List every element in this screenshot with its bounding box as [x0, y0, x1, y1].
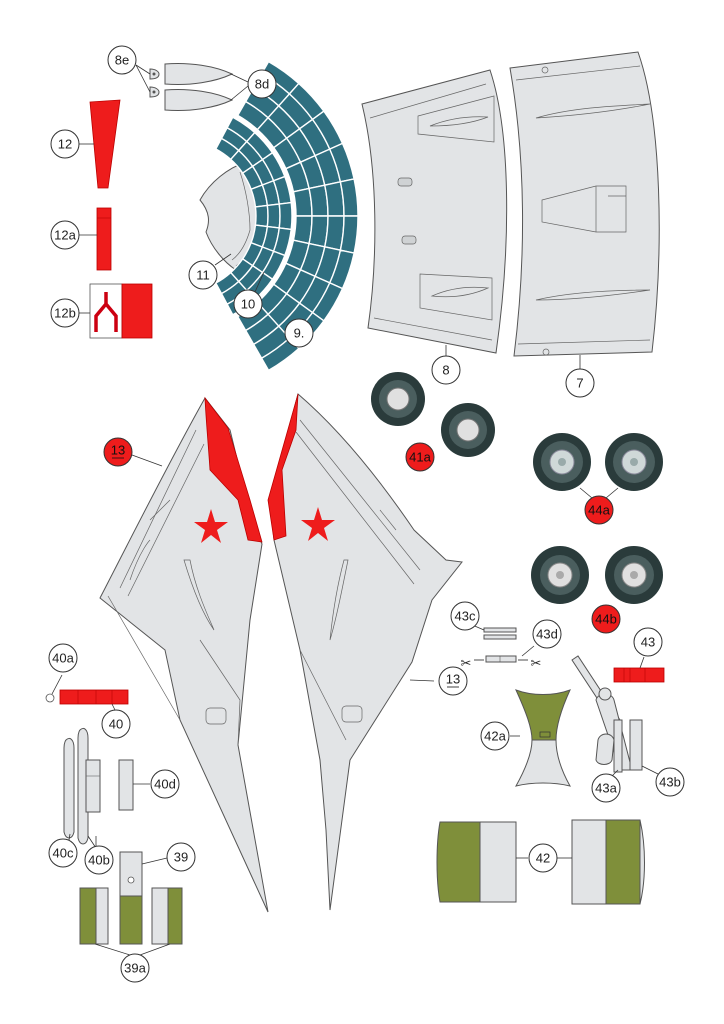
label-40b: 40b	[84, 845, 114, 875]
label-44b: 44b	[591, 604, 621, 634]
svg-text:43b: 43b	[659, 775, 681, 790]
svg-text:10: 10	[241, 297, 255, 312]
label-12a: 12a	[50, 220, 80, 250]
part-42-wrap-left	[436, 821, 517, 903]
svg-text:44a: 44a	[588, 503, 610, 518]
label-13-right: 13	[438, 666, 468, 696]
label-9: 9.	[284, 318, 314, 348]
part-43b-strut	[629, 719, 643, 771]
svg-text:43d: 43d	[536, 627, 558, 642]
label-8d: 8d	[247, 69, 277, 99]
svg-text:41a: 41a	[409, 450, 431, 465]
label-44a: 44a	[584, 495, 614, 525]
part-10-canopy-glazing	[214, 116, 293, 316]
part-43a-gear-leg	[571, 655, 633, 773]
part-39-strut-panel	[119, 851, 143, 945]
label-42: 42	[528, 843, 558, 873]
red-star-insignia	[301, 507, 335, 541]
canopy-pane	[278, 201, 293, 231]
part-43-red-strip	[613, 667, 665, 683]
label-43c: 43c	[450, 601, 480, 631]
label-43b: 43b	[655, 767, 685, 797]
scissors-icon: ✂	[461, 657, 484, 672]
canopy-pane	[266, 203, 281, 229]
part-41a-nose-wheels	[371, 372, 495, 457]
label-10: 10	[233, 289, 263, 319]
label-43d: 43d	[532, 619, 562, 649]
part-43c-strips	[483, 627, 517, 640]
svg-text:40b: 40b	[88, 853, 110, 868]
svg-text:43a: 43a	[595, 781, 617, 796]
part-12-red-fin	[89, 99, 121, 189]
svg-text:8e: 8e	[115, 53, 129, 68]
label-8: 8	[431, 355, 461, 385]
svg-text:13: 13	[111, 443, 125, 458]
part-39a-panel-left	[79, 887, 109, 945]
part-7-fuselage-panel	[509, 51, 660, 357]
part-40d-panel	[118, 759, 134, 811]
label-41a: 41a	[405, 442, 435, 472]
svg-text:7: 7	[576, 376, 583, 391]
scissors-icon: ✂	[518, 657, 542, 672]
part-12a-red-strip	[96, 207, 112, 271]
part-44b-main-wheels	[531, 546, 663, 604]
label-39a: 39a	[120, 953, 150, 983]
svg-text:✂: ✂	[531, 657, 542, 672]
red-star-insignia	[194, 509, 228, 543]
part-8e-small-tabs	[149, 68, 160, 98]
svg-text:12a: 12a	[54, 228, 76, 243]
label-8e: 8e	[107, 45, 137, 75]
part-8-fuselage-panel	[361, 69, 508, 354]
part-8d-drop-tanks	[164, 63, 234, 111]
svg-text:12: 12	[58, 137, 72, 152]
part-40c-rods	[63, 727, 89, 845]
label-40d: 40d	[150, 769, 180, 799]
svg-text:8d: 8d	[255, 77, 269, 92]
svg-text:42: 42	[536, 851, 550, 866]
label-12b: 12b	[50, 298, 80, 328]
part-42-wrap-right	[571, 819, 645, 905]
svg-text:11: 11	[196, 268, 210, 283]
canopy-pane	[254, 204, 269, 228]
svg-text:40: 40	[109, 717, 123, 732]
part-40b-panel	[85, 759, 101, 813]
label-39: 39	[166, 842, 196, 872]
label-40a: 40a	[48, 643, 78, 673]
svg-text:43: 43	[641, 635, 655, 650]
part-42a-gear-door	[515, 689, 571, 787]
svg-text:12b: 12b	[54, 306, 76, 321]
label-43a: 43a	[591, 773, 621, 803]
part-44a-main-wheels	[533, 433, 663, 491]
svg-text:42a: 42a	[484, 729, 506, 744]
svg-text:44b: 44b	[595, 612, 617, 627]
label-7: 7	[565, 368, 595, 398]
part-13-right-wing	[267, 393, 463, 911]
svg-text:40a: 40a	[52, 651, 74, 666]
canopy-pane	[260, 337, 300, 372]
svg-text:✂: ✂	[461, 657, 472, 672]
svg-text:39: 39	[174, 850, 188, 865]
svg-text:13: 13	[446, 672, 460, 687]
svg-text:40d: 40d	[154, 777, 176, 792]
svg-text:43c: 43c	[455, 609, 476, 624]
label-40c: 40c	[48, 838, 78, 868]
part-13-left-wing	[99, 396, 269, 913]
label-40: 40	[101, 709, 131, 739]
label-13-left: 13	[103, 437, 133, 467]
svg-text:8: 8	[442, 363, 449, 378]
svg-text:39a: 39a	[124, 961, 146, 976]
part-40-red-strip	[59, 689, 129, 705]
label-12: 12	[50, 129, 80, 159]
part-43d-strip	[485, 655, 517, 663]
svg-text:9.: 9.	[294, 326, 305, 341]
label-11: 11	[188, 260, 218, 290]
part-40a-small-disc	[45, 693, 55, 703]
part-9-canopy-glazing	[236, 60, 359, 372]
label-43: 43	[633, 627, 663, 657]
part-39a-panel-right	[151, 887, 183, 945]
label-42a: 42a	[480, 721, 510, 751]
svg-text:40c: 40c	[53, 846, 74, 861]
part-12b-red-decal	[89, 283, 153, 339]
